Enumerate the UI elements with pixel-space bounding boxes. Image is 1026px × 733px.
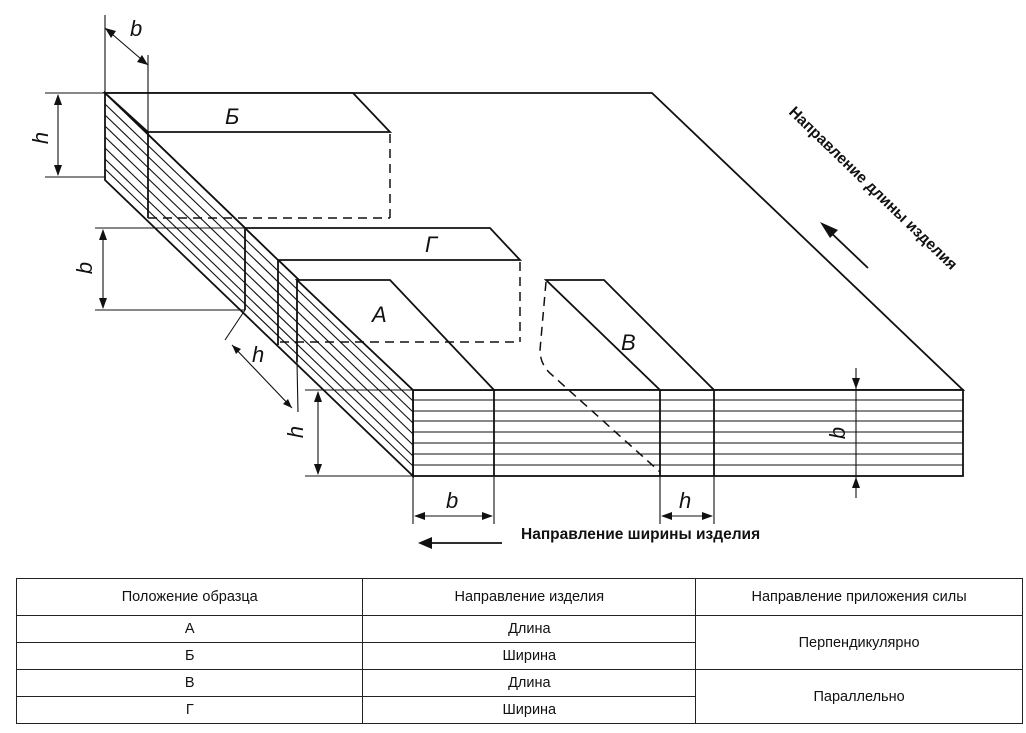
letter-a: А [370, 302, 387, 327]
slab-front-layers [413, 399, 963, 466]
cell-position: А [15, 615, 364, 643]
dimension-h-bottom [659, 476, 715, 524]
specimen-table: Положение образца Направление изделия На… [15, 578, 1023, 724]
dimension-b-top [104, 15, 149, 132]
specimen-b-outline [102, 92, 393, 219]
dimension-b-right [852, 368, 860, 498]
width-direction-label: Направление ширины изделия [521, 526, 760, 543]
cell-direction: Ширина [362, 642, 697, 670]
length-direction-arrow [820, 222, 869, 269]
dimension-h-bottom-left [305, 389, 413, 477]
dim-label-h-left: h [28, 132, 53, 144]
header-direction: Направление изделия [362, 578, 697, 616]
table-row: В Длина Параллельно [15, 669, 1023, 724]
cell-direction: Ширина [362, 696, 697, 724]
cell-direction: Длина [362, 615, 697, 643]
dim-label-h-diagonal: h [252, 342, 264, 367]
dimension-h-left [45, 92, 105, 178]
dimension-h-diagonal [224, 309, 299, 413]
dim-label-b-bottom: b [446, 488, 458, 513]
letter-b: Б [225, 104, 239, 129]
specimen-a-outline [294, 279, 497, 476]
dim-label-h-bottom-left: h [283, 426, 308, 438]
letter-g: Г [425, 232, 439, 257]
specimen-g-outline [242, 227, 523, 345]
cell-force: Перпендикулярно [695, 615, 1023, 670]
slab-left-layers [104, 103, 414, 467]
specimen-orientation-diagram: b h b h h b [28, 15, 966, 549]
cell-position: В [15, 669, 364, 697]
dim-label-b-top: b [130, 16, 142, 41]
slab-front-face [412, 389, 964, 477]
table-header-row: Положение образца Направление изделия На… [15, 578, 1023, 616]
header-position: Положение образца [15, 578, 364, 616]
width-direction-arrow [418, 537, 502, 549]
table-row: Г Ширина [15, 696, 1023, 724]
letter-v: В [621, 330, 636, 355]
dimension-b-bottom [412, 476, 495, 524]
header-force: Направление приложения силы [695, 578, 1023, 616]
table-row: Б Ширина [15, 642, 1023, 670]
specimen-v-outline [539, 279, 717, 476]
dimension-b-left [95, 227, 245, 311]
dim-label-h-bottom: h [679, 488, 691, 513]
dim-label-b-right: b [825, 427, 850, 439]
cell-direction: Длина [362, 669, 697, 697]
cell-force: Параллельно [695, 669, 1023, 724]
cell-position: Г [15, 696, 364, 724]
cell-position: Б [15, 642, 364, 670]
table-row: А Длина Перпендикулярно [15, 615, 1023, 670]
dim-label-b-left: b [72, 262, 97, 274]
